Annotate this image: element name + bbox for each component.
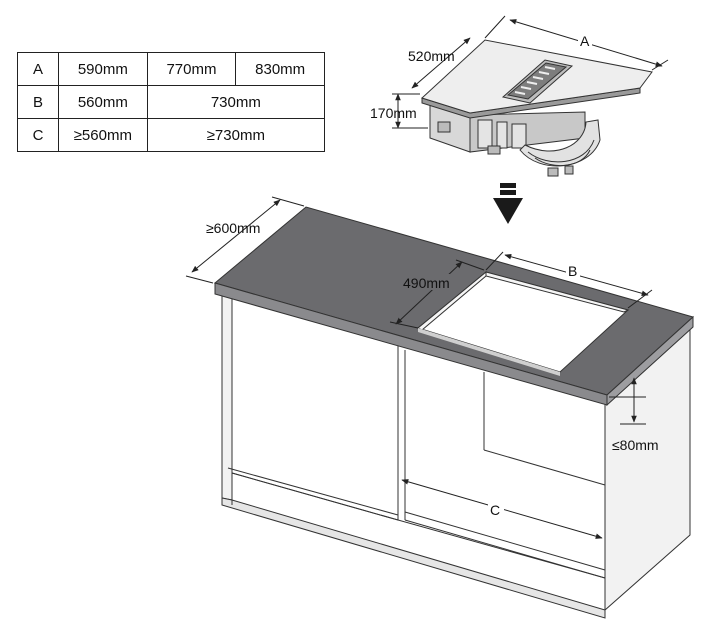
worktop-depth-dimension	[191, 199, 281, 273]
hob-depth-label: 520mm	[408, 48, 455, 64]
hob-unit: A 520mm 170mm	[370, 15, 669, 177]
worktop-thickness-label: ≤80mm	[612, 437, 659, 453]
worktop-depth-label: ≥600mm	[206, 220, 260, 236]
down-arrow-icon	[493, 183, 523, 224]
hob-depth-dimension	[411, 37, 471, 89]
table-cell: ≥730mm	[146, 118, 326, 152]
cutout-depth-label: 490mm	[403, 275, 450, 291]
hob-housing	[429, 99, 601, 177]
dimension-table: A 590mm 770mm 830mm B 560mm 730mm C ≥560…	[17, 52, 326, 152]
cutout-depth-dimension	[395, 261, 463, 325]
cutout-width-label: B	[568, 263, 577, 279]
row-key: B	[17, 85, 59, 119]
worktop-side-edge	[606, 315, 694, 407]
table-row-b: B 560mm 730mm	[17, 85, 326, 119]
hob-width-label: A	[580, 33, 590, 49]
cabinet-inner-width-label: C	[490, 502, 500, 518]
worktop	[213, 206, 695, 407]
row-key: A	[17, 52, 59, 86]
table-cell: 560mm	[58, 85, 148, 119]
row-key: C	[17, 118, 59, 152]
hob-height-label: 170mm	[370, 105, 417, 121]
table-row-c: C ≥560mm ≥730mm	[17, 118, 326, 152]
table-cell: 730mm	[146, 85, 326, 119]
table-cell: ≥560mm	[58, 118, 148, 152]
